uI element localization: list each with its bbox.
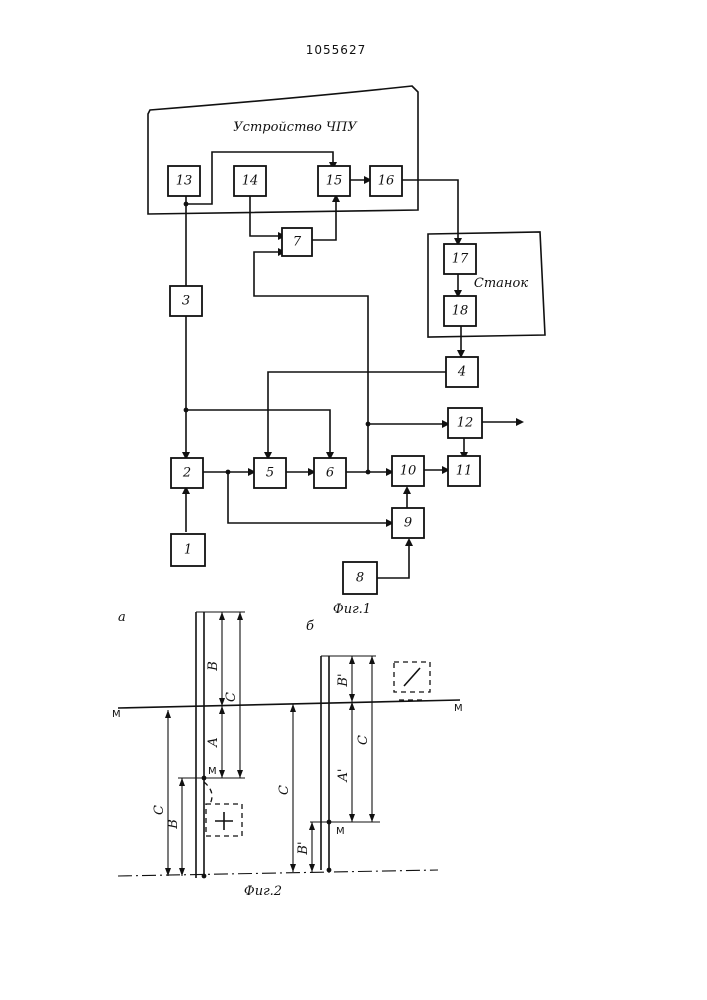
block-12: 12	[448, 408, 482, 438]
cnc-device-label: Устройство ЧПУ	[233, 120, 358, 135]
fig2b-dim-b-prime-upper: B'	[336, 673, 351, 687]
fig2b-dim-c-right: C	[356, 735, 371, 745]
svg-text:5: 5	[266, 466, 274, 481]
svg-text:1: 1	[184, 543, 192, 558]
fig2a-dim-c-lower: C	[152, 805, 167, 815]
fig2-caption: Фиг.2	[244, 884, 282, 899]
fig2a-point-mark: M	[208, 766, 217, 777]
block-11: 11	[448, 456, 480, 486]
block-17: 17	[444, 244, 476, 274]
fig2b-line-mark-right: M	[454, 703, 463, 714]
block-18: 18	[444, 296, 476, 326]
fig1-caption: Фиг.1	[333, 602, 371, 617]
block-6: 6	[314, 458, 346, 488]
fig2a-dim-b-upper: B	[206, 661, 221, 672]
svg-text:11: 11	[456, 464, 473, 479]
fig2-lines	[118, 612, 460, 878]
fig2b-dim-c-left: C	[277, 785, 292, 795]
fig2-subfigure-b-label: б	[306, 619, 314, 634]
block-7: 7	[282, 228, 312, 256]
svg-text:17: 17	[452, 252, 469, 267]
fig2b-dim-b-prime-lower: B'	[296, 841, 311, 855]
svg-text:18: 18	[452, 304, 469, 319]
svg-text:8: 8	[356, 571, 364, 586]
svg-text:13: 13	[176, 174, 193, 189]
svg-text:10: 10	[400, 464, 417, 479]
block-15: 15	[318, 166, 350, 196]
svg-text:15: 15	[326, 174, 343, 189]
svg-text:3: 3	[182, 294, 190, 309]
svg-text:2: 2	[182, 466, 191, 481]
block-2: 2	[171, 458, 203, 488]
block-8: 8	[343, 562, 377, 594]
fig2a-dim-c-upper: C	[224, 692, 239, 702]
patent-number: 1055627	[306, 43, 366, 57]
block-14: 14	[234, 166, 266, 196]
fig2a-dim-a: A	[206, 737, 221, 747]
fig2a-line-mark-left: M	[112, 709, 121, 720]
fig2-subfigure-a-label: а	[118, 610, 126, 625]
block-4: 4	[446, 357, 478, 387]
svg-text:12: 12	[457, 416, 474, 431]
svg-text:4: 4	[457, 365, 466, 380]
block-9: 9	[392, 508, 424, 538]
machine-label: Станок	[474, 276, 528, 291]
block-10: 10	[392, 456, 424, 486]
block-13: 13	[168, 166, 200, 196]
fig2b-dim-a-prime: A'	[336, 769, 351, 783]
block-1: 1	[171, 534, 205, 566]
fig2a-dim-b-lower: B	[166, 819, 181, 830]
svg-text:7: 7	[293, 235, 302, 250]
block-5: 5	[254, 458, 286, 488]
fig1-blocks: 13 14 15 16 7 17 18 3 4 12 2 5 6 10 11 9…	[168, 166, 482, 594]
svg-text:14: 14	[242, 174, 259, 189]
svg-text:9: 9	[404, 516, 412, 531]
svg-text:16: 16	[378, 174, 395, 189]
block-3: 3	[170, 286, 202, 316]
fig2b-point-mark: M	[336, 826, 345, 837]
svg-text:6: 6	[326, 466, 334, 481]
block-16: 16	[370, 166, 402, 196]
